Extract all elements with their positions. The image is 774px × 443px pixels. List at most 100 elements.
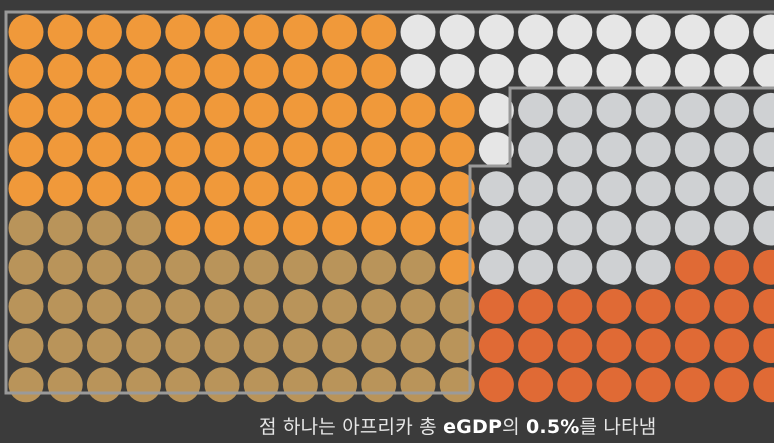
waffle-dot-red xyxy=(674,367,710,403)
waffle-dot-orange xyxy=(243,171,279,207)
waffle-dot-gray xyxy=(557,210,593,246)
waffle-dot-tan xyxy=(86,249,122,285)
waffle-dot-tan xyxy=(361,367,397,403)
waffle-dot-tan xyxy=(165,367,201,403)
waffle-dot-orange xyxy=(165,210,201,246)
waffle-dot-orange xyxy=(282,171,318,207)
waffle-dot-tan xyxy=(282,249,318,285)
waffle-dot-tan xyxy=(400,249,436,285)
waffle-dot-white xyxy=(478,53,514,89)
waffle-dot-orange xyxy=(86,171,122,207)
waffle-dot-orange xyxy=(243,92,279,128)
waffle-dot-tan xyxy=(8,367,44,403)
waffle-dot-tan xyxy=(165,249,201,285)
group-outlines xyxy=(4,10,774,395)
waffle-dot-orange xyxy=(322,210,358,246)
waffle-dot-gray xyxy=(714,171,750,207)
waffle-dot-red xyxy=(557,288,593,324)
waffle-dot-orange xyxy=(204,14,240,50)
waffle-dot-tan xyxy=(47,249,83,285)
waffle-dot-red xyxy=(557,328,593,364)
waffle-dot-gray xyxy=(714,92,750,128)
waffle-dot-gray xyxy=(518,249,554,285)
caption-egdp: eGDP xyxy=(443,416,503,438)
waffle-dot-orange xyxy=(47,171,83,207)
waffle-dot-orange xyxy=(165,14,201,50)
waffle-dot-gray xyxy=(635,92,671,128)
waffle-dot-tan xyxy=(439,328,475,364)
waffle-dot-white xyxy=(674,53,710,89)
waffle-dot-tan xyxy=(400,367,436,403)
waffle-dot-orange xyxy=(8,92,44,128)
waffle-dot-gray xyxy=(557,171,593,207)
waffle-dot-red xyxy=(478,328,514,364)
waffle-dot-gray xyxy=(596,249,632,285)
waffle-dot-orange xyxy=(126,53,162,89)
waffle-dot-gray xyxy=(596,92,632,128)
waffle-dot-orange xyxy=(126,92,162,128)
waffle-dot-gray xyxy=(557,92,593,128)
waffle-dot-tan xyxy=(322,328,358,364)
waffle-dot-orange xyxy=(243,210,279,246)
waffle-dot-tan xyxy=(86,328,122,364)
waffle-dot-tan xyxy=(361,288,397,324)
waffle-dot-tan xyxy=(243,367,279,403)
waffle-dot-white xyxy=(557,14,593,50)
waffle-dot-orange xyxy=(47,92,83,128)
waffle-dot-white xyxy=(753,14,774,50)
waffle-dot-orange xyxy=(400,171,436,207)
waffle-dot-gray xyxy=(557,249,593,285)
waffle-dot-orange xyxy=(439,249,475,285)
waffle-dot-gray xyxy=(714,210,750,246)
waffle-dot-tan xyxy=(8,328,44,364)
waffle-dot-white xyxy=(400,14,436,50)
waffle-dot-tan xyxy=(400,328,436,364)
waffle-dot-white xyxy=(635,53,671,89)
waffle-dot-red xyxy=(596,328,632,364)
left-group-outline xyxy=(4,10,774,395)
waffle-dot-red xyxy=(714,367,750,403)
waffle-dot-orange xyxy=(282,132,318,168)
waffle-dot-red xyxy=(635,288,671,324)
waffle-dot-white xyxy=(439,53,475,89)
waffle-dot-red xyxy=(478,288,514,324)
waffle-dot-orange xyxy=(243,132,279,168)
waffle-dot-orange xyxy=(86,14,122,50)
waffle-dot-orange xyxy=(243,53,279,89)
waffle-dot-gray xyxy=(635,249,671,285)
waffle-dot-red xyxy=(714,328,750,364)
unit-caption: 점 하나는 아프리카 총 eGDP의 0.5%를 나타냄 xyxy=(259,412,656,439)
waffle-dot-white xyxy=(714,14,750,50)
waffle-dot-red xyxy=(674,328,710,364)
waffle-dot-orange xyxy=(86,92,122,128)
waffle-dot-tan xyxy=(47,288,83,324)
waffle-dot-gray xyxy=(518,171,554,207)
waffle-dot-tan xyxy=(47,367,83,403)
waffle-dot-gray xyxy=(596,132,632,168)
waffle-dot-red xyxy=(635,328,671,364)
waffle-dot-orange xyxy=(361,210,397,246)
waffle-dot-orange xyxy=(165,53,201,89)
waffle-dot-orange xyxy=(86,132,122,168)
waffle-dot-orange xyxy=(361,53,397,89)
waffle-dot-white xyxy=(478,92,514,128)
waffle-dot-white xyxy=(400,53,436,89)
waffle-dot-orange xyxy=(126,171,162,207)
waffle-dot-tan xyxy=(361,249,397,285)
waffle-dot-tan xyxy=(126,210,162,246)
waffle-dot-orange xyxy=(126,14,162,50)
caption-percent: 0.5% xyxy=(526,416,580,438)
waffle-dot-orange xyxy=(282,210,318,246)
waffle-dot-orange xyxy=(322,171,358,207)
waffle-dot-red xyxy=(518,328,554,364)
waffle-dot-tan xyxy=(8,288,44,324)
waffle-dot-gray xyxy=(596,210,632,246)
waffle-dot-orange xyxy=(204,171,240,207)
waffle-dot-orange xyxy=(8,171,44,207)
waffle-dot-tan xyxy=(126,249,162,285)
waffle-dot-gray xyxy=(753,92,774,128)
waffle-dot-orange xyxy=(400,132,436,168)
waffle-dot-tan xyxy=(400,288,436,324)
caption-text-1: 점 하나는 아프리카 총 xyxy=(259,416,444,438)
